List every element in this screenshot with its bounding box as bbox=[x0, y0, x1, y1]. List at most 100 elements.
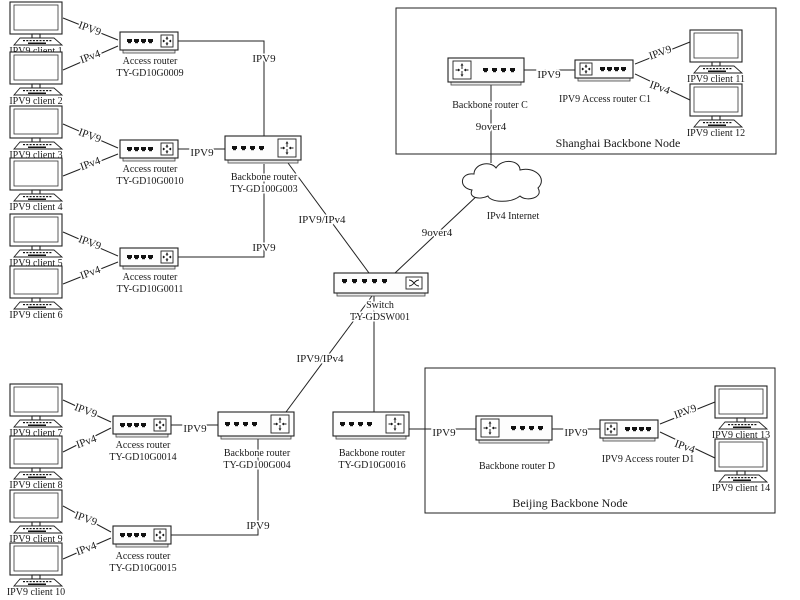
router-symbol-icon bbox=[270, 414, 290, 434]
router-symbol-icon bbox=[452, 60, 472, 80]
device-model-label: TY-GDSW001 bbox=[350, 312, 410, 323]
link-sw-br4 bbox=[285, 295, 373, 413]
client-label: IPV9 client 7 bbox=[9, 428, 62, 439]
device-name-label: IPV9 Access router C1 bbox=[559, 94, 651, 105]
backbone-router-brc[interactable]: Backbone router C bbox=[447, 57, 530, 113]
device-model-label: TY-GD10G0014 bbox=[109, 452, 176, 463]
computer-icon bbox=[9, 213, 64, 258]
link-ard1-c14 bbox=[659, 431, 716, 459]
client-1[interactable]: IPV9 client 1 bbox=[9, 1, 64, 57]
access-router-arc1[interactable]: IPV9 Access router C1 bbox=[558, 59, 652, 107]
link-ar9-br3 bbox=[178, 40, 265, 136]
router-symbol-icon bbox=[480, 418, 500, 438]
device-name-label: Access router bbox=[123, 56, 178, 67]
client-6[interactable]: IPV9 client 6 bbox=[9, 265, 64, 321]
link-ar11-br3 bbox=[178, 164, 265, 258]
device-model-label: TY-GD100G003 bbox=[230, 184, 297, 195]
client-label: IPV9 client 9 bbox=[9, 534, 62, 545]
link-ar15-br4 bbox=[171, 438, 259, 536]
link-ard1-c13 bbox=[659, 401, 716, 425]
link-label: IPV9 bbox=[183, 423, 207, 435]
computer-icon bbox=[689, 83, 744, 128]
link-label: IPV9 bbox=[564, 427, 588, 439]
link-c8-ar14 bbox=[62, 427, 112, 453]
client-label: IPV9 client 14 bbox=[712, 483, 770, 494]
link-label: IPV9 bbox=[432, 427, 456, 439]
computer-icon bbox=[9, 435, 64, 480]
computer-icon bbox=[9, 157, 64, 202]
client-7[interactable]: IPV9 client 7 bbox=[9, 383, 64, 439]
client-12[interactable]: IPV9 client 12 bbox=[687, 83, 745, 139]
client-8[interactable]: IPV9 client 8 bbox=[9, 435, 64, 491]
computer-icon bbox=[9, 265, 64, 310]
device-name-label: Backbone router bbox=[224, 448, 291, 459]
device-name-label: Access router bbox=[123, 164, 178, 175]
link-arc1-c12 bbox=[634, 73, 691, 101]
device-model-label: TY-GD10G0015 bbox=[109, 563, 176, 574]
client-13[interactable]: IPV9 client 13 bbox=[712, 385, 770, 441]
cloud-icon bbox=[462, 161, 542, 202]
router-symbol-icon bbox=[277, 138, 297, 158]
link-c5-ar11 bbox=[62, 231, 119, 257]
client-label: IPV9 client 5 bbox=[9, 258, 62, 269]
client-4[interactable]: IPV9 client 4 bbox=[9, 157, 64, 213]
router-symbol-icon bbox=[579, 62, 593, 76]
link-label: IPV9 bbox=[537, 69, 561, 81]
link-label: IPV9 bbox=[190, 147, 214, 159]
links-layer bbox=[62, 17, 716, 560]
device-name-label: Access router bbox=[116, 551, 171, 562]
client-label: IPV9 client 11 bbox=[687, 74, 745, 85]
access-router-ard1[interactable]: IPV9 Access router D1 bbox=[599, 419, 696, 467]
link-c2-ar9 bbox=[62, 45, 119, 71]
device-name-label: Backbone router C bbox=[452, 100, 528, 111]
computer-icon bbox=[689, 29, 744, 74]
link-c9-ar15 bbox=[62, 505, 112, 533]
client-11[interactable]: IPV9 client 11 bbox=[687, 29, 745, 85]
client-9[interactable]: IPV9 client 9 bbox=[9, 489, 64, 545]
link-c4-ar10 bbox=[62, 153, 119, 177]
client-5[interactable]: IPV9 client 5 bbox=[9, 213, 64, 269]
computer-icon bbox=[9, 542, 64, 587]
router-symbol-icon bbox=[160, 34, 174, 48]
nodes-layer: IPV9 client 1 IPV9 client 2 IPV9 client 3 I… bbox=[7, 1, 770, 598]
computer-icon bbox=[9, 1, 64, 46]
client-label: IPV9 client 6 bbox=[9, 310, 62, 321]
cloud-cloud[interactable]: IPv4 Internet bbox=[462, 161, 542, 224]
device-name-label: Access router bbox=[123, 272, 178, 283]
computer-icon bbox=[714, 385, 769, 430]
client-14[interactable]: IPV9 client 14 bbox=[712, 438, 770, 494]
link-label: IPV9 bbox=[252, 53, 276, 65]
device-model-label: TY-GD10G0010 bbox=[116, 176, 183, 187]
device-name-label: IPV9 Access router D1 bbox=[602, 454, 694, 465]
router-symbol-icon bbox=[153, 418, 167, 432]
backbone-router-brd[interactable]: Backbone router D bbox=[475, 415, 557, 474]
group-beijing-label: Beijing Backbone Node bbox=[512, 496, 627, 510]
link-c10-ar15 bbox=[62, 537, 112, 560]
client-2[interactable]: IPV9 client 2 bbox=[9, 51, 64, 107]
client-label: IPV9 client 10 bbox=[7, 587, 65, 598]
client-label: IPV9 client 3 bbox=[9, 150, 62, 161]
computer-icon bbox=[9, 489, 64, 534]
router-symbol-icon bbox=[160, 142, 174, 156]
link-label: IPV9/IPv4 bbox=[296, 353, 344, 365]
router-symbol-icon bbox=[160, 250, 174, 264]
router-symbol-icon bbox=[385, 414, 405, 434]
link-c7-ar14 bbox=[62, 399, 112, 423]
client-label: IPV9 client 2 bbox=[9, 96, 62, 107]
device-name-label: Backbone router bbox=[231, 172, 298, 183]
switch-chassis bbox=[333, 272, 429, 294]
client-label: IPV9 client 4 bbox=[9, 202, 62, 213]
client-3[interactable]: IPV9 client 3 bbox=[9, 105, 64, 161]
client-label: IPV9 client 12 bbox=[687, 128, 745, 139]
client-10[interactable]: IPV9 client 10 bbox=[7, 542, 65, 598]
